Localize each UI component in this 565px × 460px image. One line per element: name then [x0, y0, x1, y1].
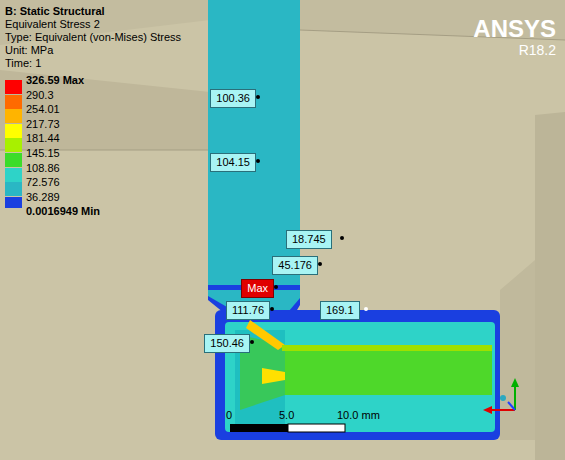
scale-label: 10.0 mm [337, 409, 380, 422]
version-label: R18.2 [519, 42, 556, 58]
legend-swatch [5, 138, 22, 152]
callout-number: 18.745 [286, 230, 332, 249]
legend-swatch [5, 182, 22, 196]
legend-value: 108.86 [26, 162, 60, 175]
legend-value: 217.73 [26, 118, 60, 131]
legend-swatch [5, 80, 22, 94]
legend-value: 145.15 [26, 147, 60, 160]
legend-value: 290.3 [26, 89, 54, 102]
result-info: Equivalent Stress 2 [5, 18, 100, 31]
scale-label: 5.0 [279, 409, 294, 422]
legend-swatch [5, 168, 22, 182]
legend-value: 72.576 [26, 176, 60, 189]
result-title: B: Static Structural [5, 5, 105, 18]
scale-label: 0 [226, 409, 232, 422]
brand-logo: ANSYS [473, 16, 556, 42]
legend-value: 254.01 [26, 103, 60, 116]
legend-value: 181.44 [26, 132, 60, 145]
callout-number: 111.76 [226, 301, 270, 320]
result-info: Time: 1 [5, 57, 41, 70]
callout-number: 100.36 [210, 89, 256, 108]
callout-number: 104.15 [210, 153, 256, 172]
legend-value: 0.0016949 Min [26, 205, 100, 218]
legend-swatch [5, 153, 22, 167]
max-marker: Max [241, 279, 274, 298]
legend-value: 36.289 [26, 191, 60, 204]
callout-number: 169.1 [320, 301, 360, 320]
legend-swatch [5, 109, 22, 123]
result-info: Unit: MPa [5, 44, 53, 57]
legend-swatch [5, 124, 22, 138]
legend-swatch [5, 95, 22, 109]
callout-number: 150.46 [204, 334, 250, 353]
legend-swatch [5, 208, 22, 214]
legend-value: 326.59 Max [26, 74, 84, 87]
result-info: Type: Equivalent (von-Mises) Stress [5, 31, 181, 44]
callout-number: 45.176 [272, 256, 318, 275]
